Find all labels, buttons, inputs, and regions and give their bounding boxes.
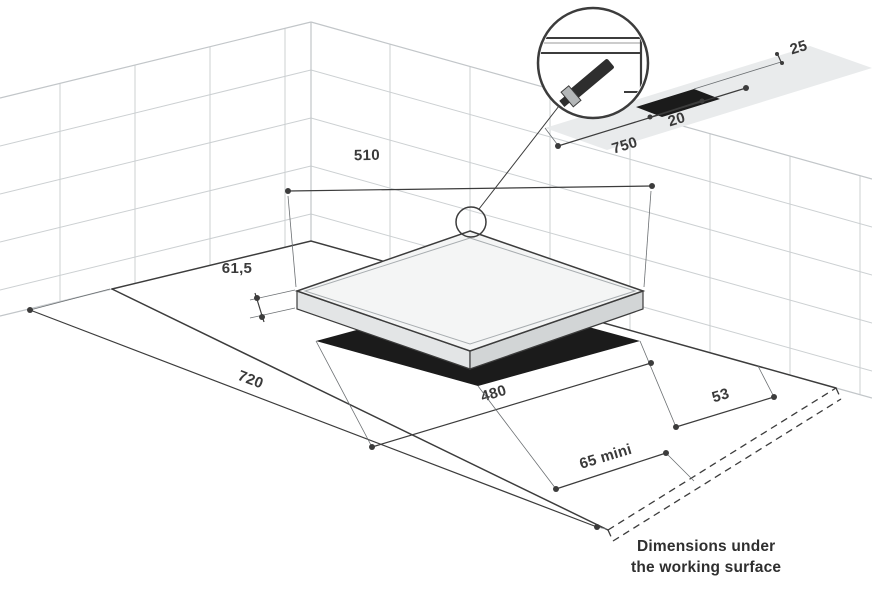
worktop-left-front-edge <box>111 288 609 531</box>
worktop-top-face <box>112 241 836 530</box>
fixing-screw <box>559 59 614 108</box>
right-wall-base-extension <box>835 387 872 399</box>
caption: Dimensions under the working surface <box>631 538 781 576</box>
left-wall-top-edge <box>0 21 312 99</box>
dim-61-5-group: 61,5 <box>222 260 296 323</box>
screw-body <box>571 59 614 98</box>
dim-750-group: 750 <box>544 85 749 158</box>
worktop-back-edges <box>111 240 837 389</box>
caption-line-2: the working surface <box>631 559 781 576</box>
dim-720-label: 720 <box>235 367 265 392</box>
magnifier-circle <box>536 6 650 120</box>
dim-510-label: 510 <box>354 147 380 164</box>
dim-53-label: 53 <box>710 385 732 406</box>
left-wall-tiles <box>0 28 311 302</box>
dim-480-label: 480 <box>479 382 509 406</box>
screw-tip <box>559 96 570 108</box>
dim-53-group: 53 <box>673 365 777 430</box>
zoom-cutout-corner <box>636 89 720 117</box>
dim-25-group: 25 <box>693 37 810 90</box>
worktop <box>111 240 842 542</box>
fixing-detail <box>540 37 646 108</box>
hob-top-face <box>294 230 646 352</box>
fixing-bracket <box>624 56 646 93</box>
hob-glass-section <box>540 37 642 54</box>
caption-line-1: Dimensions under <box>637 538 775 555</box>
hob-rim-line <box>303 237 637 345</box>
magnifier <box>536 6 650 120</box>
worktop-front-edge-dashed <box>607 387 842 542</box>
leader-circle <box>455 206 487 238</box>
dim-25-label: 25 <box>788 37 810 58</box>
leader-line <box>478 105 560 210</box>
dim-510-group: 510 <box>285 147 655 288</box>
dim-61-5-label: 61,5 <box>222 260 252 277</box>
dim-750-label: 750 <box>610 134 640 158</box>
hob <box>294 230 646 370</box>
dim-20-label: 20 <box>666 109 688 130</box>
zoom-plane: 20 25 750 <box>544 37 872 158</box>
dim-480-group: 480 <box>315 340 677 450</box>
